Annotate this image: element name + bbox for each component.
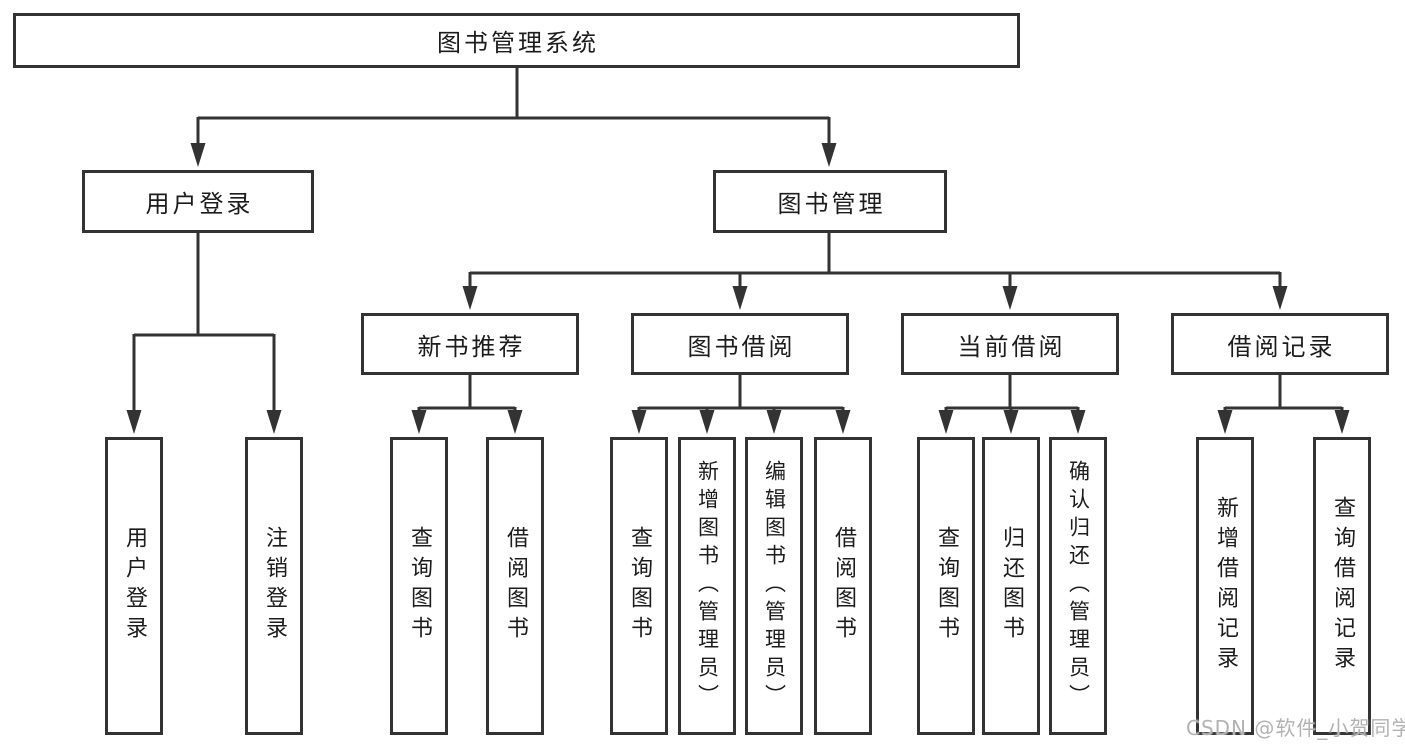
leaf-user-login: 用户登录 [105,437,163,735]
leaf-add-books-admin-label: 新增图书（管理员） [695,460,720,712]
node-user-login-label: 用户登录 [145,190,254,218]
node-user-login: 用户登录 [82,170,314,233]
leaf-query-books-borrow: 查询图书 [610,437,668,735]
node-new-book-recommend: 新书推荐 [361,313,579,375]
leaf-borrow-books-recommend-label: 借阅图书 [503,526,528,646]
node-current-borrowing: 当前借阅 [901,313,1119,375]
leaf-borrow-books-label: 借阅图书 [831,526,856,646]
leaf-query-books-current-label: 查询图书 [934,526,959,646]
leaf-borrow-books-recommend: 借阅图书 [486,437,544,735]
node-book-management: 图书管理 [713,170,947,233]
leaf-query-borrow-record-label: 查询借阅记录 [1330,496,1355,676]
node-current-borrowing-label: 当前借阅 [957,332,1066,361]
leaf-logout-label: 注销登录 [262,526,287,646]
leaf-add-books-admin: 新增图书（管理员） [678,437,736,735]
leaf-query-books-current: 查询图书 [917,437,975,735]
arrowheads [126,143,1350,434]
leaf-query-books-recommend: 查询图书 [390,437,448,735]
node-borrowing-records-label: 借阅记录 [1227,332,1336,361]
leaf-query-books-borrow-label: 查询图书 [627,526,652,646]
node-book-borrowing-label: 图书借阅 [687,332,796,361]
leaf-query-borrow-record: 查询借阅记录 [1313,437,1371,735]
leaf-edit-books-admin-label: 编辑图书（管理员） [762,460,787,712]
node-new-book-recommend-label: 新书推荐 [417,332,526,361]
leaf-return-books: 归还图书 [982,437,1040,735]
node-borrowing-records: 借阅记录 [1171,313,1389,375]
node-root-label: 图书管理系统 [437,29,599,57]
leaf-confirm-return-admin: 确认归还（管理员） [1049,437,1107,735]
leaf-logout: 注销登录 [245,437,303,735]
leaf-add-borrow-record: 新增借阅记录 [1196,437,1254,735]
node-book-borrowing: 图书借阅 [631,313,849,375]
node-book-management-label: 图书管理 [777,190,886,218]
leaf-user-login-label: 用户登录 [122,526,147,646]
csdn-watermark: CSDN @软件_小贺同学 [1186,716,1405,740]
node-root-system: 图书管理系统 [13,13,1020,68]
leaf-add-borrow-record-label: 新增借阅记录 [1213,496,1238,676]
leaf-return-books-label: 归还图书 [999,526,1024,646]
leaf-query-books-recommend-label: 查询图书 [407,526,432,646]
leaf-confirm-return-admin-label: 确认归还（管理员） [1066,460,1091,712]
leaf-edit-books-admin: 编辑图书（管理员） [745,437,803,735]
leaf-borrow-books: 借阅图书 [814,437,872,735]
